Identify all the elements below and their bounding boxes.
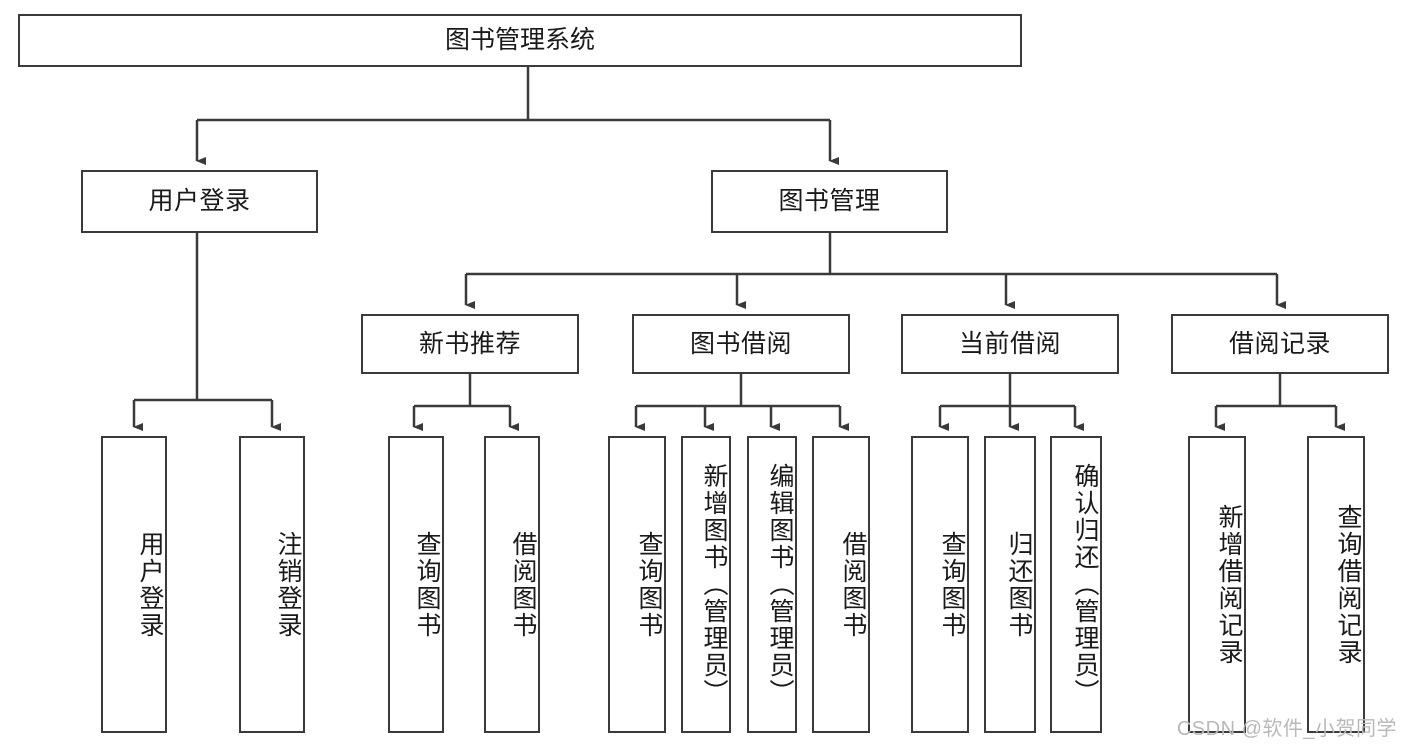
node-leaf-query-book-borrow[interactable]: 查询图书 [608, 436, 666, 733]
node-label: 图书借阅 [689, 329, 792, 358]
node-label: 归还图书 [1005, 530, 1033, 639]
node-label: 借阅图书 [839, 530, 867, 639]
node-leaf-add-book-admin[interactable]: 新增图书（管理员） [681, 436, 731, 733]
node-leaf-query-borrow-record[interactable]: 查询借阅记录 [1307, 436, 1365, 733]
node-leaf-query-book-recommend[interactable]: 查询图书 [388, 436, 444, 733]
node-leaf-user-login[interactable]: 用户登录 [101, 436, 167, 733]
node-leaf-borrow-book-recommend[interactable]: 借阅图书 [484, 436, 540, 733]
node-new-book-recommend[interactable]: 新书推荐 [361, 314, 579, 374]
node-label: 查询图书 [938, 530, 966, 639]
node-leaf-add-borrow-record[interactable]: 新增借阅记录 [1188, 436, 1246, 733]
node-user-login[interactable]: 用户登录 [81, 170, 318, 233]
node-label: 用户登录 [136, 530, 164, 639]
node-leaf-edit-book-admin[interactable]: 编辑图书（管理员） [747, 436, 797, 733]
node-label: 新书推荐 [418, 329, 521, 358]
node-leaf-confirm-return-admin[interactable]: 确认归还（管理员） [1050, 436, 1102, 733]
node-label: 新增借阅记录 [1215, 503, 1243, 666]
node-borrow-record[interactable]: 借阅记录 [1171, 314, 1389, 374]
watermark: CSDN @软件_小贺同学 [1176, 718, 1397, 740]
node-current-borrow[interactable]: 当前借阅 [901, 314, 1119, 374]
node-label: 确认归还（管理员） [1071, 463, 1099, 706]
node-label: 借阅记录 [1228, 329, 1331, 358]
node-label: 新增图书（管理员） [700, 463, 728, 706]
node-label: 注销登录 [274, 530, 302, 639]
node-book-management[interactable]: 图书管理 [711, 170, 948, 233]
node-root-system[interactable]: 图书管理系统 [18, 14, 1022, 67]
node-label: 查询图书 [635, 530, 663, 639]
node-leaf-query-book-current[interactable]: 查询图书 [911, 436, 969, 733]
node-book-borrow[interactable]: 图书借阅 [632, 314, 850, 374]
node-label: 当前借阅 [958, 329, 1061, 358]
node-label: 图书管理系统 [444, 26, 595, 55]
node-label: 编辑图书（管理员） [766, 463, 794, 706]
node-leaf-logout[interactable]: 注销登录 [239, 436, 305, 733]
node-leaf-return-book[interactable]: 归还图书 [984, 436, 1036, 733]
node-label: 借阅图书 [509, 530, 537, 639]
node-label: 图书管理 [778, 187, 881, 216]
node-label: 查询图书 [413, 530, 441, 639]
node-label: 用户登录 [148, 187, 251, 216]
node-leaf-borrow-book[interactable]: 借阅图书 [812, 436, 870, 733]
node-label: 查询借阅记录 [1334, 503, 1362, 666]
